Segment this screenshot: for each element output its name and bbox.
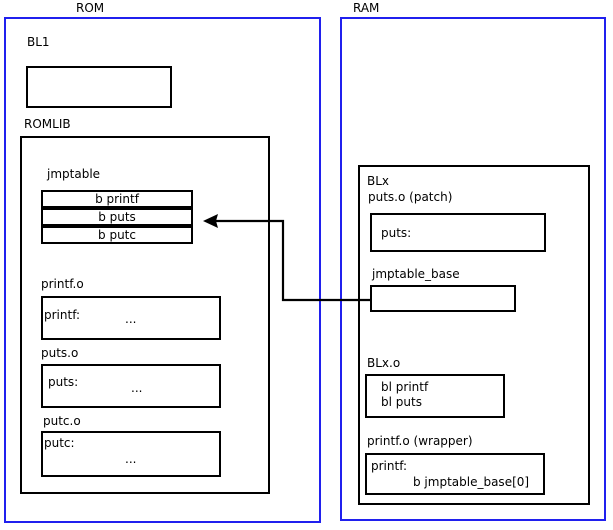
puts-o-symbol: puts: xyxy=(48,375,79,389)
blx-o-line2: bl puts xyxy=(381,395,422,409)
puts-o-label: puts.o xyxy=(41,346,79,360)
printf-o-symbol: printf: xyxy=(44,308,81,322)
printf-o-body: ... xyxy=(125,312,137,326)
rom-region-label: ROM xyxy=(76,1,105,15)
romlib-label: ROMLIB xyxy=(24,117,71,131)
printf-o-wrapper-box: printf: b jmptable_base[0] xyxy=(365,453,545,495)
bl1-box xyxy=(26,66,172,108)
puts-o-patch-box: puts: xyxy=(370,213,546,252)
blx-o-box: bl printf bl puts xyxy=(365,374,505,418)
jmptable-base-label: jmptable_base xyxy=(372,267,460,281)
puts-o-patch-label: puts.o (patch) xyxy=(368,190,453,204)
puts-o-body: ... xyxy=(131,381,143,395)
printf-o-label: printf.o xyxy=(41,277,84,291)
printf-o-box: printf: ... xyxy=(41,296,221,340)
printf-o-wrapper-label: printf.o (wrapper) xyxy=(367,434,473,448)
putc-o-symbol: putc: xyxy=(44,436,75,450)
ram-region-label: RAM xyxy=(353,1,380,15)
blx-label: BLx xyxy=(367,174,390,188)
printf-o-wrapper-symbol: printf: xyxy=(371,459,408,473)
jmptable-entry-puts[interactable]: b puts xyxy=(41,208,193,226)
printf-o-wrapper-instruction: b jmptable_base[0] xyxy=(413,475,530,489)
blx-o-line1: bl printf xyxy=(381,380,429,394)
jmptable-base-box xyxy=(370,285,516,312)
putc-o-body: ... xyxy=(125,452,137,466)
jmptable-entry-putc[interactable]: b putc xyxy=(41,226,193,244)
bl1-label: BL1 xyxy=(27,35,50,49)
blx-o-label: BLx.o xyxy=(367,356,401,370)
puts-o-box: puts: ... xyxy=(41,364,221,408)
jmptable-label: jmptable xyxy=(47,167,101,181)
putc-o-box: putc: ... xyxy=(41,431,221,477)
puts-o-patch-symbol: puts: xyxy=(381,226,412,240)
jmptable-entry-printf[interactable]: b printf xyxy=(41,190,193,208)
putc-o-label: putc.o xyxy=(43,414,81,428)
